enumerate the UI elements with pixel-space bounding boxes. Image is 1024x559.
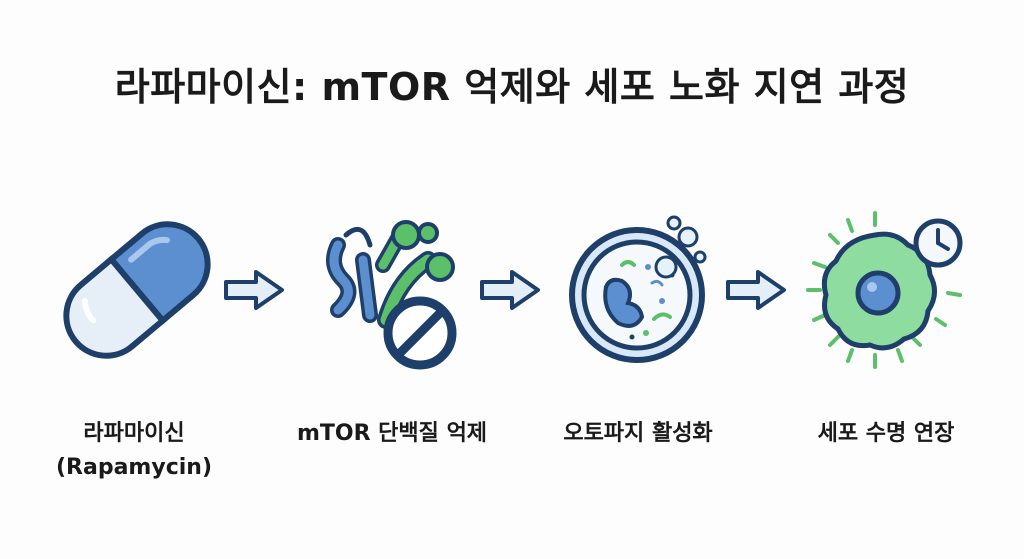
arrow-right-icon [724, 268, 788, 312]
stage-label-text: 세포 수명 연장 [817, 421, 955, 446]
stage-label-text: 라파마이신 [83, 421, 185, 446]
stage-label-rapamycin: 라파마이신 (Rapamycin) [4, 417, 264, 485]
capsule-icon [63, 221, 211, 359]
stage-sublabel-text: (Rapamycin) [56, 455, 212, 480]
stage-label-mtor: mTOR 단백질 억제 [262, 417, 522, 451]
stage-rapamycin [52, 205, 222, 375]
stage-label-text: mTOR 단백질 억제 [296, 421, 488, 446]
stage-label-text: 오토파지 활성화 [563, 421, 713, 446]
autophagy-cell-icon [569, 215, 707, 363]
stage-mtor-inhibition [308, 205, 478, 375]
arrow-right-icon [478, 268, 542, 312]
stage-label-autophagy: 오토파지 활성화 [508, 417, 768, 451]
mtor-protein-inhibited-icon [326, 220, 457, 370]
stage-label-lifespan: 세포 수명 연장 [756, 417, 1016, 451]
cell-clock-icon [806, 211, 963, 369]
stage-autophagy [562, 205, 732, 375]
arrow-right-icon [222, 268, 286, 312]
stage-lifespan-extension [800, 205, 970, 375]
diagram-title: 라파마이신: mTOR 억제와 세포 노화 지연 과정 [114, 65, 910, 109]
